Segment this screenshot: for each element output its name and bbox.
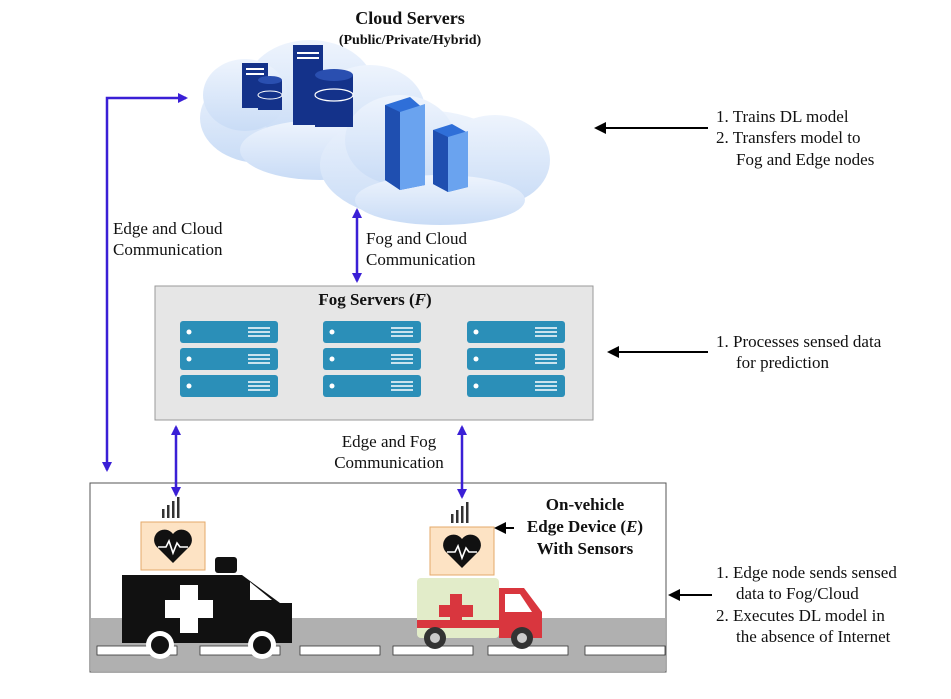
annotation-line: 1. Processes sensed data — [716, 332, 882, 351]
label-line: Edge and Fog — [341, 432, 437, 451]
rack-server-icon — [293, 45, 354, 127]
signal-bars-icon — [162, 497, 180, 518]
server-stack-3 — [467, 321, 565, 397]
device-label-var: E — [626, 517, 638, 537]
ambulance-icon — [122, 557, 292, 659]
annotation-line: for prediction — [736, 353, 829, 373]
annotation-line: 2. Executes DL model in — [716, 605, 885, 625]
edge-device-label: On-vehicle Edge Device (E) With Sensors — [510, 494, 660, 560]
device-label-line: On-vehicle — [545, 495, 625, 514]
annotation-line: the absence of Internet — [736, 626, 891, 646]
annotation-line: data to Fog/Cloud — [736, 584, 859, 604]
ambulance-icon — [417, 578, 542, 649]
cloud-servers-subtitle: (Public/Private/Hybrid) — [338, 33, 482, 48]
fog-cloud-link-label: Fog and Cloud Communication — [366, 228, 476, 271]
label-line: Communication — [366, 250, 476, 270]
edge-cloud-link-arrow — [102, 93, 188, 472]
server-stack-2 — [323, 321, 421, 397]
fog-title-close: ) — [425, 290, 432, 309]
annotation-line: 1. Trains DL model — [716, 107, 849, 126]
annotation-line: Fog and Edge nodes — [736, 149, 875, 169]
cloud-servers-title: Cloud Servers — [355, 8, 465, 28]
annotation-line: 1. Edge node sends sensed — [716, 563, 897, 582]
heart-monitor-icon — [140, 521, 206, 571]
label-line: Communication — [113, 240, 223, 260]
rack-server-icon — [385, 97, 468, 192]
device-label-text: Edge Device ( — [526, 517, 627, 537]
fog-servers-title: Fog Servers (F) — [255, 290, 495, 310]
signal-bars-icon — [451, 502, 469, 523]
edge-fog-link-label: Edge and Fog Communication — [318, 431, 460, 474]
server-stack-1 — [180, 321, 278, 397]
fog-title-text: Fog Servers ( — [318, 290, 415, 309]
device-label-line: Edge Device (E) — [510, 516, 660, 538]
device-label-line: With Sensors — [536, 539, 634, 559]
database-server-icon — [242, 63, 283, 110]
device-label-close: ) — [637, 517, 644, 537]
edge-annotation: 1. Edge node sends sensed data to Fog/Cl… — [716, 562, 897, 647]
edge-cloud-link-label: Edge and Cloud Communication — [113, 218, 223, 261]
heart-monitor-icon — [429, 526, 495, 576]
cloud-annotation: 1. Trains DL model 2. Transfers model to… — [716, 106, 874, 170]
annotation-line: 2. Transfers model to — [716, 128, 861, 148]
fog-annotation: 1. Processes sensed data for prediction — [716, 331, 881, 374]
fog-title-var: F — [414, 290, 426, 309]
label-line: Edge and Cloud — [113, 219, 223, 238]
label-line: Communication — [334, 453, 444, 473]
label-line: Fog and Cloud — [366, 229, 468, 248]
